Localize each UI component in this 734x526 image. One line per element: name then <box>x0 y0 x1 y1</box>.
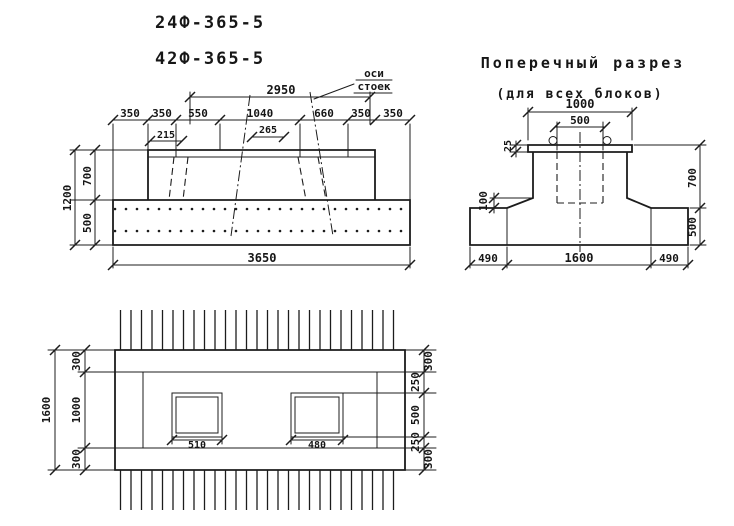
dim-length-3650: 3650 <box>248 251 277 265</box>
block-mark-42f: 42Ф-365-5 <box>155 49 265 69</box>
dim-pedestal-700: 700 <box>686 168 699 188</box>
dim-chain-350-1: 350 <box>120 107 140 120</box>
elevation-axis-centerlines <box>230 91 334 237</box>
dim-height-700: 700 <box>81 166 94 186</box>
section-title: Поперечный разрез <box>481 54 686 72</box>
plan-view: 300 1000 300 1600 300 250 500 250 300 51… <box>40 310 437 510</box>
lifting-loop-left <box>548 136 558 145</box>
plan-dimension-lines <box>47 349 437 471</box>
note-axes-line2: стоек <box>357 80 390 93</box>
note-axes-line1: оси <box>364 67 384 80</box>
dim-right-250-top: 250 <box>409 372 422 392</box>
dim-chain-350-4: 350 <box>383 107 403 120</box>
dim-chain-660: 660 <box>314 107 334 120</box>
dim-offset-265: 265 <box>259 125 277 136</box>
plan-beam-and-sockets <box>142 371 378 449</box>
elevation-view: 24Ф-365-5 42Ф-365-5 2950 350 350 550 104… <box>61 13 416 271</box>
dim-left-1600: 1600 <box>40 397 53 424</box>
section-subtitle: (для всех блоков) <box>496 87 663 102</box>
dim-left-300-top: 300 <box>70 351 83 371</box>
section-dimension-ticks <box>464 106 706 271</box>
dim-left-300-bottom: 300 <box>70 449 83 469</box>
dim-height-1200: 1200 <box>61 185 74 212</box>
dim-plate-25: 25 <box>503 140 514 152</box>
elevation-dimension-ticks <box>69 91 416 271</box>
dim-right-250-bottom: 250 <box>409 432 422 452</box>
elevation-outline <box>112 149 411 246</box>
dim-bottom-490-right: 490 <box>659 252 679 265</box>
block-mark-24f: 24Ф-365-5 <box>155 13 265 33</box>
dim-bottom-490-left: 490 <box>478 252 498 265</box>
dim-socket-480: 480 <box>308 440 326 451</box>
dim-socket-500: 500 <box>570 114 590 127</box>
elevation-dimension-lines <box>69 79 411 269</box>
dim-right-500: 500 <box>409 405 422 425</box>
dim-chain-1040: 1040 <box>247 107 274 120</box>
lifting-loop-right <box>602 136 612 145</box>
dim-chain-350-2: 350 <box>152 107 172 120</box>
dim-left-1000: 1000 <box>70 397 83 424</box>
dim-height-500: 500 <box>81 213 94 233</box>
rebar-top <box>118 310 402 350</box>
dim-span-2950: 2950 <box>267 83 296 97</box>
cross-section-view: Поперечный разрез (для всех блоков) 1000… <box>464 54 707 271</box>
section-dimension-lines <box>469 107 707 269</box>
dim-chain-350-3: 350 <box>351 107 371 120</box>
dim-socket-510: 510 <box>188 440 206 451</box>
dim-width-1000: 1000 <box>566 97 595 111</box>
dim-right-300-top: 300 <box>422 351 435 371</box>
plan-outline <box>114 349 406 471</box>
rebar-bottom <box>118 470 402 510</box>
elevation-hidden-socket-lines <box>168 156 327 201</box>
dim-haunch-100: 100 <box>477 191 490 211</box>
dim-offset-215: 215 <box>157 130 175 141</box>
dim-bottom-1600: 1600 <box>565 251 594 265</box>
plan-dimension-ticks <box>49 344 430 476</box>
dim-chain-550: 550 <box>188 107 208 120</box>
base-stipple-texture <box>114 201 409 244</box>
dim-base-500: 500 <box>686 217 699 237</box>
dim-right-300-bottom: 300 <box>422 449 435 469</box>
section-outline <box>469 144 689 246</box>
